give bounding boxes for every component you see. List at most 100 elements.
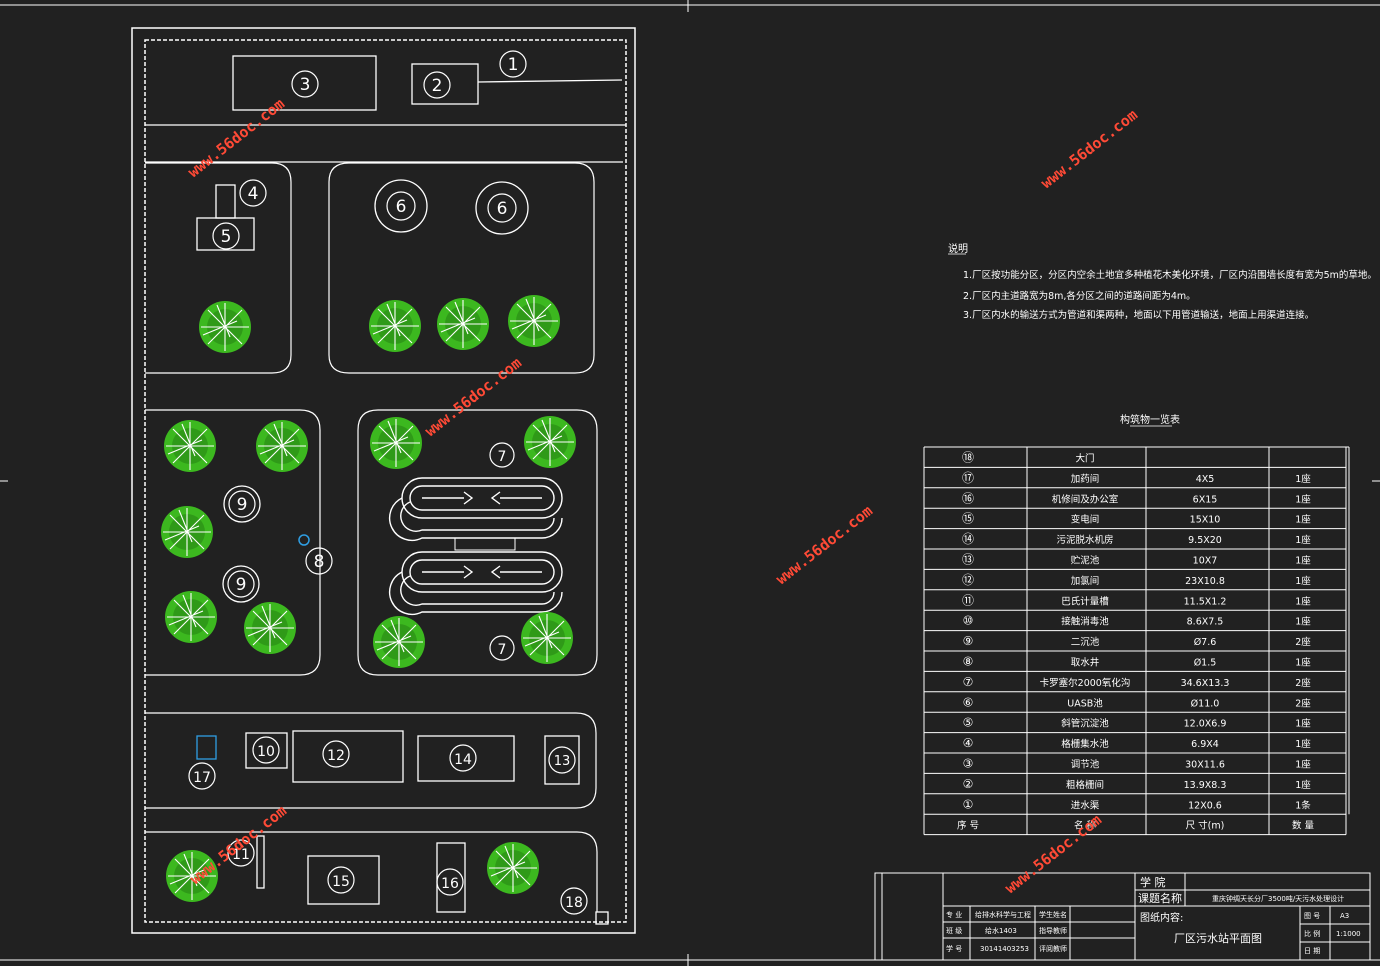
table-cell: 1座 xyxy=(1295,616,1311,628)
table-cell: Ø1.5 xyxy=(1194,658,1217,669)
table-cell: 4X5 xyxy=(1196,474,1215,485)
uasb-tanks-6 xyxy=(374,179,529,235)
table-cell: 1座 xyxy=(1295,534,1311,546)
tb-student-label: 学生姓名 xyxy=(1039,910,1067,919)
table-cell: 11.5X1.2 xyxy=(1184,596,1227,607)
coarse-screen-house-2 xyxy=(411,63,623,105)
label-6a: 6 xyxy=(396,197,407,217)
table-cell: 变电间 xyxy=(1071,514,1100,526)
watermark: www.56doc.com xyxy=(421,354,525,440)
carrousel-oxidation-ditches-7 xyxy=(388,477,563,616)
table-cell: 6.9X4 xyxy=(1191,739,1219,750)
table-cell: 23X10.8 xyxy=(1185,576,1225,587)
label-14: 14 xyxy=(454,752,472,768)
bottom-buildings xyxy=(196,730,609,925)
label-11: 11 xyxy=(232,847,250,863)
table-header-cell: 尺 寸(m) xyxy=(1186,820,1225,832)
label-9b: 9 xyxy=(236,575,247,595)
table-cell: 15X10 xyxy=(1190,515,1221,526)
table-cell: ⑪ xyxy=(962,593,974,607)
table-cell: 9.5X20 xyxy=(1188,535,1222,546)
table-cell: 取水井 xyxy=(1071,657,1100,669)
table-cell: 1座 xyxy=(1295,575,1311,587)
watermark: www.56doc.com xyxy=(184,95,288,181)
table-cell: 1条 xyxy=(1295,799,1311,811)
table-cell: 13.9X8.3 xyxy=(1184,780,1227,791)
table-cell: ③ xyxy=(963,757,974,771)
tb-review-label: 评阅教师 xyxy=(1039,944,1067,953)
table-cell: Ø7.6 xyxy=(1194,637,1217,648)
table-cell: ⑥ xyxy=(963,695,974,709)
table-cell: 卡罗塞尔2000氧化沟 xyxy=(1040,677,1131,689)
label-3: 3 xyxy=(300,75,311,95)
label-10: 10 xyxy=(257,744,275,760)
tb-content-title: 厂区污水站平面图 xyxy=(1174,931,1262,945)
notes-title: 说明 xyxy=(948,242,968,255)
table-cell: ⑮ xyxy=(962,512,974,526)
label-15: 15 xyxy=(332,874,350,890)
callouts xyxy=(188,50,588,915)
table-cell: ① xyxy=(963,797,974,811)
label-16: 16 xyxy=(441,876,459,892)
label-7b: 7 xyxy=(498,642,507,658)
intake-well-8 xyxy=(298,534,310,546)
table-header-cell: 数 量 xyxy=(1292,820,1315,832)
label-12: 12 xyxy=(327,748,345,764)
note-1: 1.厂区按功能分区，分区内空余土地宜多种植花木美化环境，厂区内沿围墙长度有宽为5… xyxy=(963,269,1377,281)
table-cell: 巴氏计量槽 xyxy=(1061,595,1109,607)
table-cell: ⑤ xyxy=(963,716,974,730)
secondary-clarifiers-9 xyxy=(222,485,261,603)
table-cell: 1座 xyxy=(1295,759,1311,771)
table-cell: 1座 xyxy=(1295,493,1311,505)
label-7a: 7 xyxy=(498,449,507,465)
label-9a: 9 xyxy=(237,495,248,515)
tb-project-label: 课题名称 xyxy=(1138,891,1182,905)
table-cell: 1座 xyxy=(1295,595,1311,607)
table-cell: ⑫ xyxy=(962,573,974,587)
design-notes: 说明 1.厂区按功能分区，分区内空余土地宜多种植花木美化环境，厂区内沿围墙长度有… xyxy=(948,242,1377,321)
table-cell: 1座 xyxy=(1295,514,1311,526)
tb-id-value: 30141403253 xyxy=(980,945,1029,953)
note-3: 3.厂区内水的输送方式为管道和渠两种，地面以下用管道输送，地面上用渠道连接。 xyxy=(963,309,1314,321)
label-17: 17 xyxy=(193,770,211,786)
tb-major-label: 专 业 xyxy=(946,910,962,919)
tb-date-label: 日 期 xyxy=(1304,947,1320,955)
table-cell: 接触消毒池 xyxy=(1061,616,1109,628)
label-2: 2 xyxy=(432,76,443,96)
table-cell: ⑱ xyxy=(962,451,974,465)
table-cell: 大门 xyxy=(1075,453,1094,465)
table-cell: 1座 xyxy=(1295,779,1311,791)
tb-size-label: 图 号 xyxy=(1304,912,1320,920)
label-6b: 6 xyxy=(497,199,508,219)
table-cell: 粗格栅间 xyxy=(1066,779,1104,791)
tb-size-value: A3 xyxy=(1340,912,1349,920)
label-8: 8 xyxy=(314,552,325,572)
table-cell: 2座 xyxy=(1295,697,1311,709)
table-cell: 污泥脱水机房 xyxy=(1056,534,1113,546)
table-cell: 机修间及办公室 xyxy=(1052,493,1119,505)
table-cell: ⑬ xyxy=(962,553,974,567)
table-cell: ⑨ xyxy=(963,634,974,648)
label-5: 5 xyxy=(221,227,232,247)
table-cell: 1座 xyxy=(1295,718,1311,730)
table-cell: 1座 xyxy=(1295,657,1311,669)
watermark: www.56doc.com xyxy=(1001,811,1105,897)
table-cell: 斜管沉淀池 xyxy=(1061,718,1109,730)
tb-scale-label: 比 例 xyxy=(1304,929,1320,938)
plant-boundary-wall xyxy=(131,27,636,934)
tb-advisor-label: 指导教师 xyxy=(1039,926,1067,935)
title-block xyxy=(874,872,1371,961)
table-cell: Ø11.0 xyxy=(1191,698,1220,709)
label-13: 13 xyxy=(554,754,571,769)
watermark: www.56doc.com xyxy=(186,802,290,888)
table-cell: ⑦ xyxy=(963,675,974,689)
watermarks: www.56doc.com www.56doc.com www.56doc.co… xyxy=(184,95,1141,897)
table-cell: 10X7 xyxy=(1193,556,1218,567)
sedimentation-tank-5 xyxy=(196,217,255,251)
table-title: 构筑物一览表 xyxy=(1120,413,1180,426)
label-1: 1 xyxy=(508,55,519,75)
table-cell: ⑩ xyxy=(963,614,974,628)
